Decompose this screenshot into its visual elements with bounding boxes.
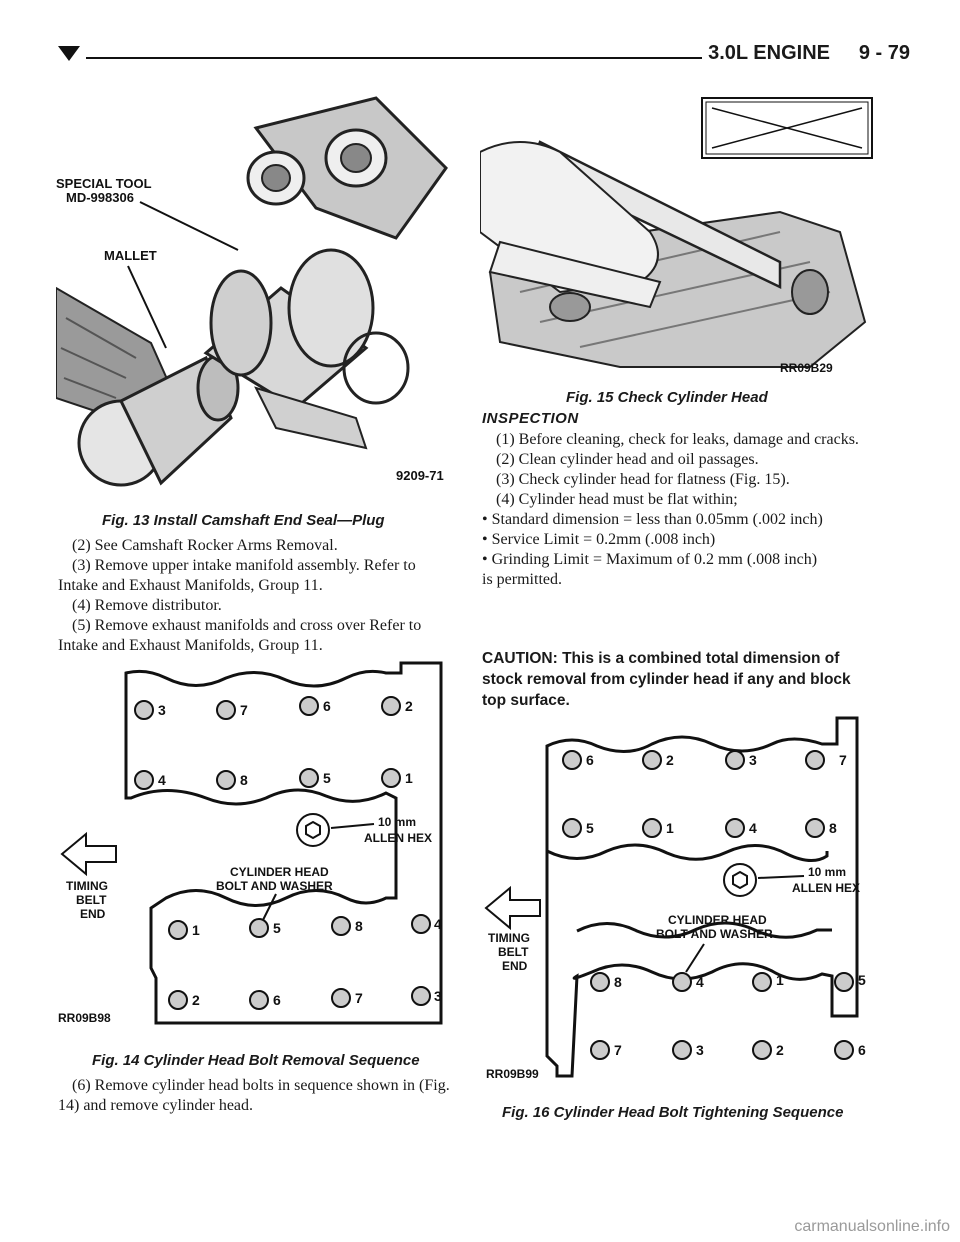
fig14-seq: 1: [192, 922, 200, 938]
fig14-seq: 4: [434, 916, 442, 932]
fig15-caption: Fig. 15 Check Cylinder Head: [566, 389, 768, 406]
step-6-paragraph: (6) Remove cylinder head bolts in sequen…: [58, 1076, 458, 1116]
inspection-step-1: (1) Before cleaning, check for leaks, da…: [496, 431, 859, 448]
bullet-text: Grinding Limit = Maximum of 0.2 mm (.008…: [491, 551, 818, 568]
fig16-seq: 1: [666, 820, 674, 836]
bullet-service: • Service Limit = 0.2mm (.008 inch): [482, 531, 716, 548]
fig14-illustration: 3 7 6 2 4 8 5 1 1 5 8 4 2 6 7 3 10 mm AL…: [56, 658, 456, 1038]
fig14-seq: 7: [240, 702, 248, 718]
fig14-seq: 2: [192, 992, 200, 1008]
fig16-seq: 3: [749, 752, 757, 768]
fig14-seq: 6: [273, 992, 281, 1008]
timing-arrow-icon: [484, 885, 541, 931]
fig16-seq: 7: [614, 1042, 622, 1058]
fig14-seq: 5: [273, 920, 281, 936]
bullet-standard: • Standard dimension = less than 0.05mm …: [482, 511, 823, 528]
fig13-caption: Fig. 13 Install Camshaft End Seal—Plug: [102, 512, 385, 529]
step-3: (3) Remove upper intake manifold assembl…: [58, 557, 416, 594]
section-title: 3.0L ENGINE: [708, 42, 830, 64]
fig14-timing-label: END: [80, 907, 106, 921]
fig16-seq: 7: [839, 752, 847, 768]
fig14-bolt-label: CYLINDER HEAD: [230, 865, 329, 879]
fig14-timing-label: TIMING: [66, 879, 108, 893]
fig16-seq: 5: [858, 972, 866, 988]
left-steps: (2) See Camshaft Rocker Arms Removal. (3…: [58, 536, 458, 656]
step-4: (4) Remove distributor.: [72, 597, 222, 614]
fig16-seq: 5: [586, 820, 594, 836]
timing-arrow-icon: [60, 831, 117, 877]
header-rule: [86, 57, 702, 59]
fig16-seq: 6: [858, 1042, 866, 1058]
fig15-illustration: RR09B29: [480, 92, 885, 382]
section-triangle-icon: [58, 46, 80, 61]
fig13-code: 9209-71: [396, 468, 444, 483]
fig14-allen-label: 10 mm: [378, 815, 416, 829]
inspection-steps: (1) Before cleaning, check for leaks, da…: [482, 430, 876, 590]
fig13-special-tool-label: SPECIAL TOOL: [56, 176, 152, 191]
fig16-bolt-label: BOLT AND WASHER: [656, 927, 773, 941]
fig14-seq: 5: [323, 770, 331, 786]
fig16-timing-label: TIMING: [488, 931, 530, 945]
fig13-illustration: SPECIAL TOOL MD-998306 MALLET 9209-71: [56, 88, 456, 498]
page-number: 9 - 79: [858, 42, 910, 64]
fig14-seq: 1: [405, 770, 413, 786]
inspection-trailing: is permitted.: [482, 571, 562, 588]
fig16-allen-label: 10 mm: [808, 865, 846, 879]
inspection-step-4: (4) Cylinder head must be flat within;: [496, 491, 738, 508]
page-header: 3.0L ENGINE 9 - 79: [58, 40, 910, 70]
fig14-seq: 6: [323, 698, 331, 714]
fig14-seq: 4: [158, 772, 166, 788]
fig16-seq: 8: [614, 974, 622, 990]
step-5: (5) Remove exhaust manifolds and cross o…: [58, 617, 422, 654]
fig15-code: RR09B29: [780, 361, 833, 375]
fig14-code: RR09B98: [58, 1011, 111, 1025]
fig16-seq: 3: [696, 1042, 704, 1058]
watermark: carmanualsonline.info: [794, 1218, 950, 1235]
fig14-bolt-label: BOLT AND WASHER: [216, 879, 333, 893]
fig16-code: RR09B99: [486, 1067, 539, 1081]
fig14-bolt-icons: [134, 696, 431, 1010]
fig16-timing-label: END: [502, 959, 528, 973]
fig13-tool-number-label: MD-998306: [66, 190, 134, 205]
inspection-step-3: (3) Check cylinder head for flatness (Fi…: [496, 471, 790, 488]
fig16-seq: 2: [666, 752, 674, 768]
fig16-seq: 8: [829, 820, 837, 836]
fig14-seq: 7: [355, 990, 363, 1006]
fig14-seq: 3: [158, 702, 166, 718]
fig14-seq: 8: [240, 772, 248, 788]
bullet-text: Service Limit = 0.2mm (.008 inch): [491, 531, 716, 548]
fig16-illustration: 6 2 3 7 5 1 4 8 8 4 1 5 7 3 2 6 10 mm AL…: [482, 716, 882, 1086]
fig13-mallet-label: MALLET: [104, 248, 157, 263]
fig16-bolt-label: CYLINDER HEAD: [668, 913, 767, 927]
bullet-grinding: • Grinding Limit = Maximum of 0.2 mm (.0…: [482, 551, 818, 568]
fig14-seq: 2: [405, 698, 413, 714]
fig14-timing-label: BELT: [76, 893, 107, 907]
fig14-allen-label: ALLEN HEX: [364, 831, 432, 845]
fig14-seq: 3: [434, 988, 442, 1004]
caution-note: CAUTION: This is a combined total dimens…: [482, 650, 851, 709]
inspection-step-2: (2) Clean cylinder head and oil passages…: [496, 451, 759, 468]
fig16-allen-label: ALLEN HEX: [792, 881, 860, 895]
inspection-heading: INSPECTION: [482, 410, 579, 427]
fig16-caption: Fig. 16 Cylinder Head Bolt Tightening Se…: [502, 1104, 844, 1121]
step-6: (6) Remove cylinder head bolts in sequen…: [58, 1077, 450, 1114]
fig14-caption: Fig. 14 Cylinder Head Bolt Removal Seque…: [92, 1052, 420, 1069]
fig16-seq: 6: [586, 752, 594, 768]
fig16-bolt-icons: [562, 750, 854, 1060]
fig16-seq: 1: [776, 972, 784, 988]
fig16-timing-label: BELT: [498, 945, 529, 959]
fig16-seq: 4: [696, 974, 704, 990]
fig16-seq: 4: [749, 820, 757, 836]
fig16-seq: 2: [776, 1042, 784, 1058]
fig14-seq: 8: [355, 918, 363, 934]
bullet-text: Standard dimension = less than 0.05mm (.…: [491, 511, 823, 528]
step-2: (2) See Camshaft Rocker Arms Removal.: [72, 537, 338, 554]
